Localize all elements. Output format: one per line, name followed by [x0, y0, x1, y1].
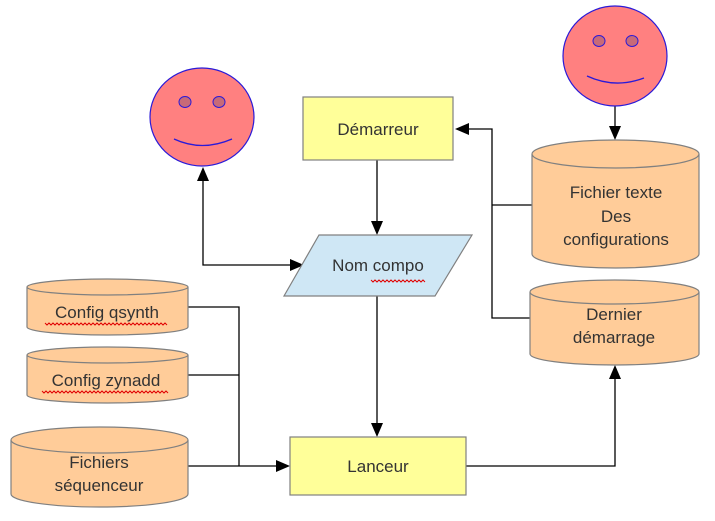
node-config-zynadd[interactable]: Config zynadd [26, 346, 189, 404]
node-fichier-texte-line3: configurations [563, 230, 669, 249]
node-fichiers-sequenceur-line1: Fichiers [69, 453, 129, 472]
edge-nom-compo-to-lanceur [371, 296, 383, 437]
node-config-qsynth-label: Config qsynth [55, 303, 159, 322]
node-dernier-demarrage-line1: Dernier [586, 305, 642, 324]
user-right-smiley-icon [562, 5, 668, 107]
user-left-smiley-icon [149, 67, 255, 167]
node-dernier-demarrage-line2: démarrage [573, 328, 655, 347]
node-lanceur-label: Lanceur [347, 457, 409, 476]
edge-user-right-to-fichier-texte [609, 106, 621, 140]
node-nom-compo[interactable]: Nom compo [282, 234, 474, 297]
edge-user-left-to-nom-compo [197, 167, 304, 271]
node-fichier-texte[interactable]: Fichier texte Des configurations [531, 139, 700, 269]
node-fichiers-sequenceur-line2: séquenceur [55, 476, 144, 495]
node-demarreur-label: Démarreur [337, 120, 419, 139]
spellcheck-underline [41, 390, 169, 394]
node-fichier-texte-line2: Des [601, 207, 631, 226]
edge-storage-to-demarreur [455, 123, 532, 319]
node-config-qsynth[interactable]: Config qsynth [26, 278, 189, 336]
node-fichier-texte-line1: Fichier texte [570, 183, 663, 202]
edge-demarreur-to-nom-compo [371, 160, 383, 235]
node-nom-compo-label: Nom compo [332, 256, 424, 275]
node-demarreur[interactable]: Démarreur [302, 96, 454, 161]
edge-configs-to-lanceur [188, 306, 290, 472]
node-dernier-demarrage[interactable]: Dernier démarrage [529, 279, 700, 366]
node-config-zynadd-label: Config zynadd [52, 371, 161, 390]
spellcheck-underline [370, 279, 426, 283]
node-lanceur[interactable]: Lanceur [289, 436, 467, 496]
node-fichiers-sequenceur[interactable]: Fichiers séquenceur [10, 426, 189, 508]
spellcheck-underline [44, 322, 168, 326]
edge-lanceur-to-dernier-demarrage [466, 365, 621, 467]
